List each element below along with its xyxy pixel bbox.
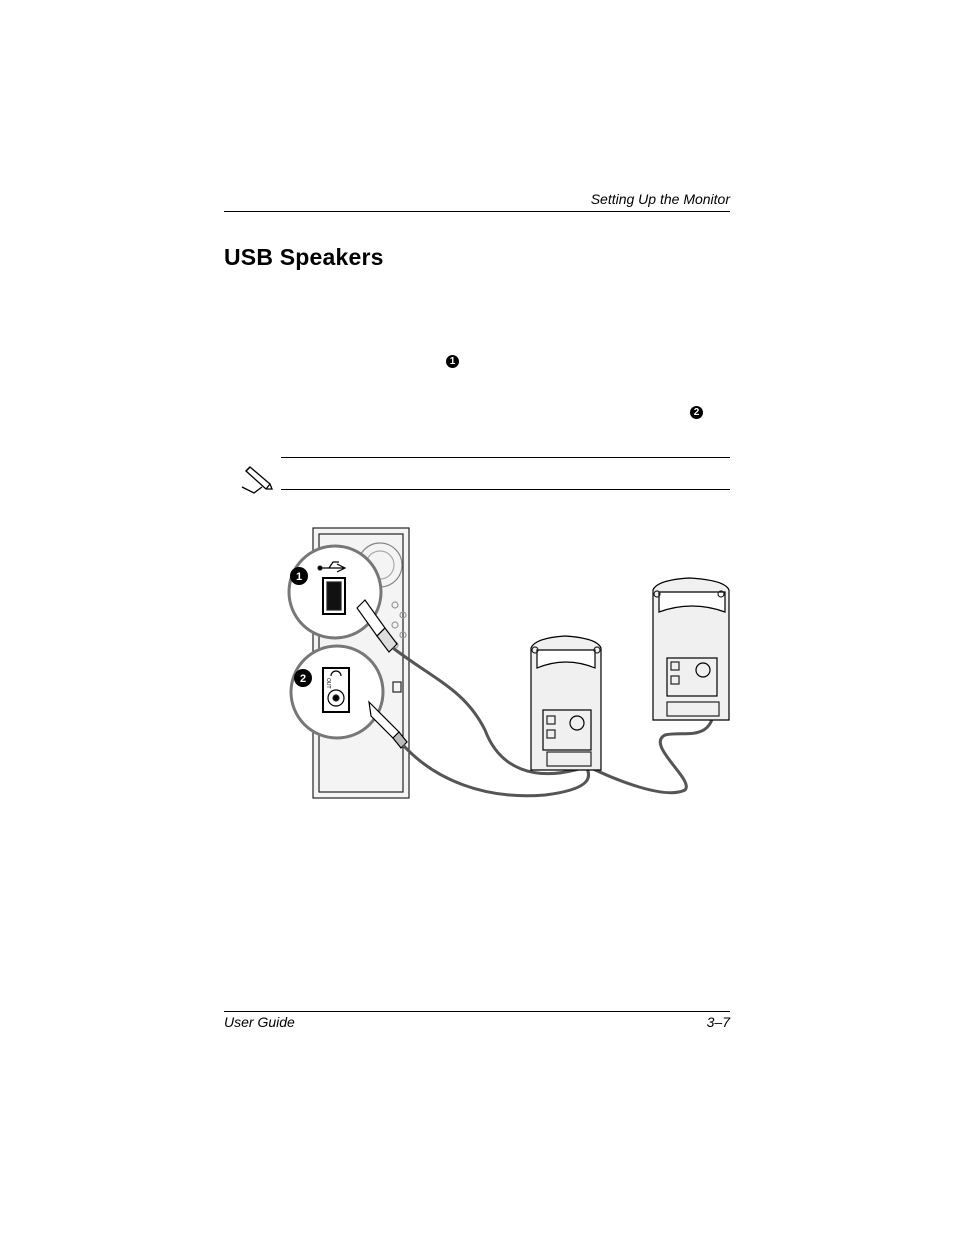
footer-page-number: 3–7 [706,1014,730,1030]
running-header: Setting Up the Monitor [590,191,730,207]
usb-speakers-illustration: 1 2 OUT [285,520,745,815]
footer-rule [224,1011,730,1012]
figure-label-2: 2 [300,673,306,685]
footer-doc-title: User Guide [224,1014,295,1030]
page-title: USB Speakers [224,244,384,270]
note-top-rule [281,457,730,458]
jack-out-label: OUT [325,678,331,689]
figure-label-1: 1 [296,571,302,583]
pencil-note-icon [240,465,276,500]
callout-1: 1 [446,355,459,368]
note-bottom-rule [281,489,730,490]
header-rule [224,211,730,212]
callout-2: 2 [690,406,703,419]
